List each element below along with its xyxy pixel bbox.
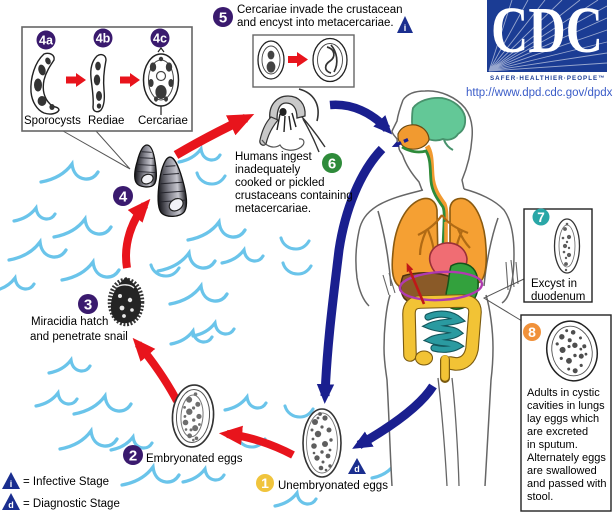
svg-text:Embryonated eggs: Embryonated eggs <box>146 453 243 465</box>
svg-text:4c: 4c <box>153 32 167 46</box>
svg-text:2: 2 <box>129 447 137 464</box>
svg-text:and passed with: and passed with <box>527 478 607 490</box>
svg-text:7: 7 <box>537 210 545 225</box>
svg-text:and encyst into metacercariae.: and encyst into metacercariae. <box>237 17 394 29</box>
svg-text:Alternately eggs: Alternately eggs <box>527 452 606 464</box>
svg-text:d: d <box>8 500 14 510</box>
svg-text:inadequately: inadequately <box>235 164 300 176</box>
svg-text:i: i <box>10 479 13 489</box>
svg-text:d: d <box>354 464 360 474</box>
svg-text:are excreted: are excreted <box>527 426 588 438</box>
svg-text:cavities in lungs: cavities in lungs <box>527 400 605 412</box>
svg-text:are swallowed: are swallowed <box>527 465 597 477</box>
svg-text:Cercariae: Cercariae <box>138 115 188 127</box>
svg-text:8: 8 <box>528 324 536 340</box>
svg-text:SAFER·HEALTHIER·PEOPLE™: SAFER·HEALTHIER·PEOPLE™ <box>490 75 605 82</box>
svg-text:Excyst in: Excyst in <box>531 278 577 290</box>
svg-text:6: 6 <box>328 155 336 172</box>
svg-text:in sputum.: in sputum. <box>527 439 578 451</box>
svg-text:Humans ingest: Humans ingest <box>235 151 313 163</box>
svg-text:Rediae: Rediae <box>88 115 124 127</box>
svg-text:and penetrate snail: and penetrate snail <box>30 331 128 343</box>
svg-text:Cercariae invade the crustacea: Cercariae invade the crustacean <box>237 4 403 16</box>
svg-text:Sporocysts: Sporocysts <box>24 115 81 127</box>
svg-text:Adults in cystic: Adults in cystic <box>527 387 600 399</box>
svg-text:Unembryonated eggs: Unembryonated eggs <box>278 480 388 492</box>
svg-text:crustaceans containing: crustaceans containing <box>235 190 353 202</box>
svg-text:i: i <box>404 23 407 33</box>
svg-text:4: 4 <box>119 188 128 205</box>
svg-text:CDC: CDC <box>491 0 603 67</box>
svg-text:Miracidia hatch: Miracidia hatch <box>31 316 108 328</box>
svg-text:4b: 4b <box>96 32 111 46</box>
svg-text:3: 3 <box>84 296 92 313</box>
svg-text:= Infective Stage: = Infective Stage <box>23 476 109 488</box>
svg-text:1: 1 <box>261 475 269 491</box>
svg-text:duodenum: duodenum <box>531 291 585 303</box>
svg-text:5: 5 <box>219 9 227 26</box>
svg-text:cooked or pickled: cooked or pickled <box>235 177 325 189</box>
svg-text:http://www.dpd.cdc.gov/dpdx: http://www.dpd.cdc.gov/dpdx <box>466 87 613 99</box>
svg-text:lay eggs which: lay eggs which <box>527 413 599 425</box>
svg-text:stool.: stool. <box>527 491 553 503</box>
svg-text:4a: 4a <box>39 34 54 48</box>
svg-text:metacercariae.: metacercariae. <box>235 203 311 215</box>
svg-text:= Diagnostic Stage: = Diagnostic Stage <box>23 498 120 510</box>
